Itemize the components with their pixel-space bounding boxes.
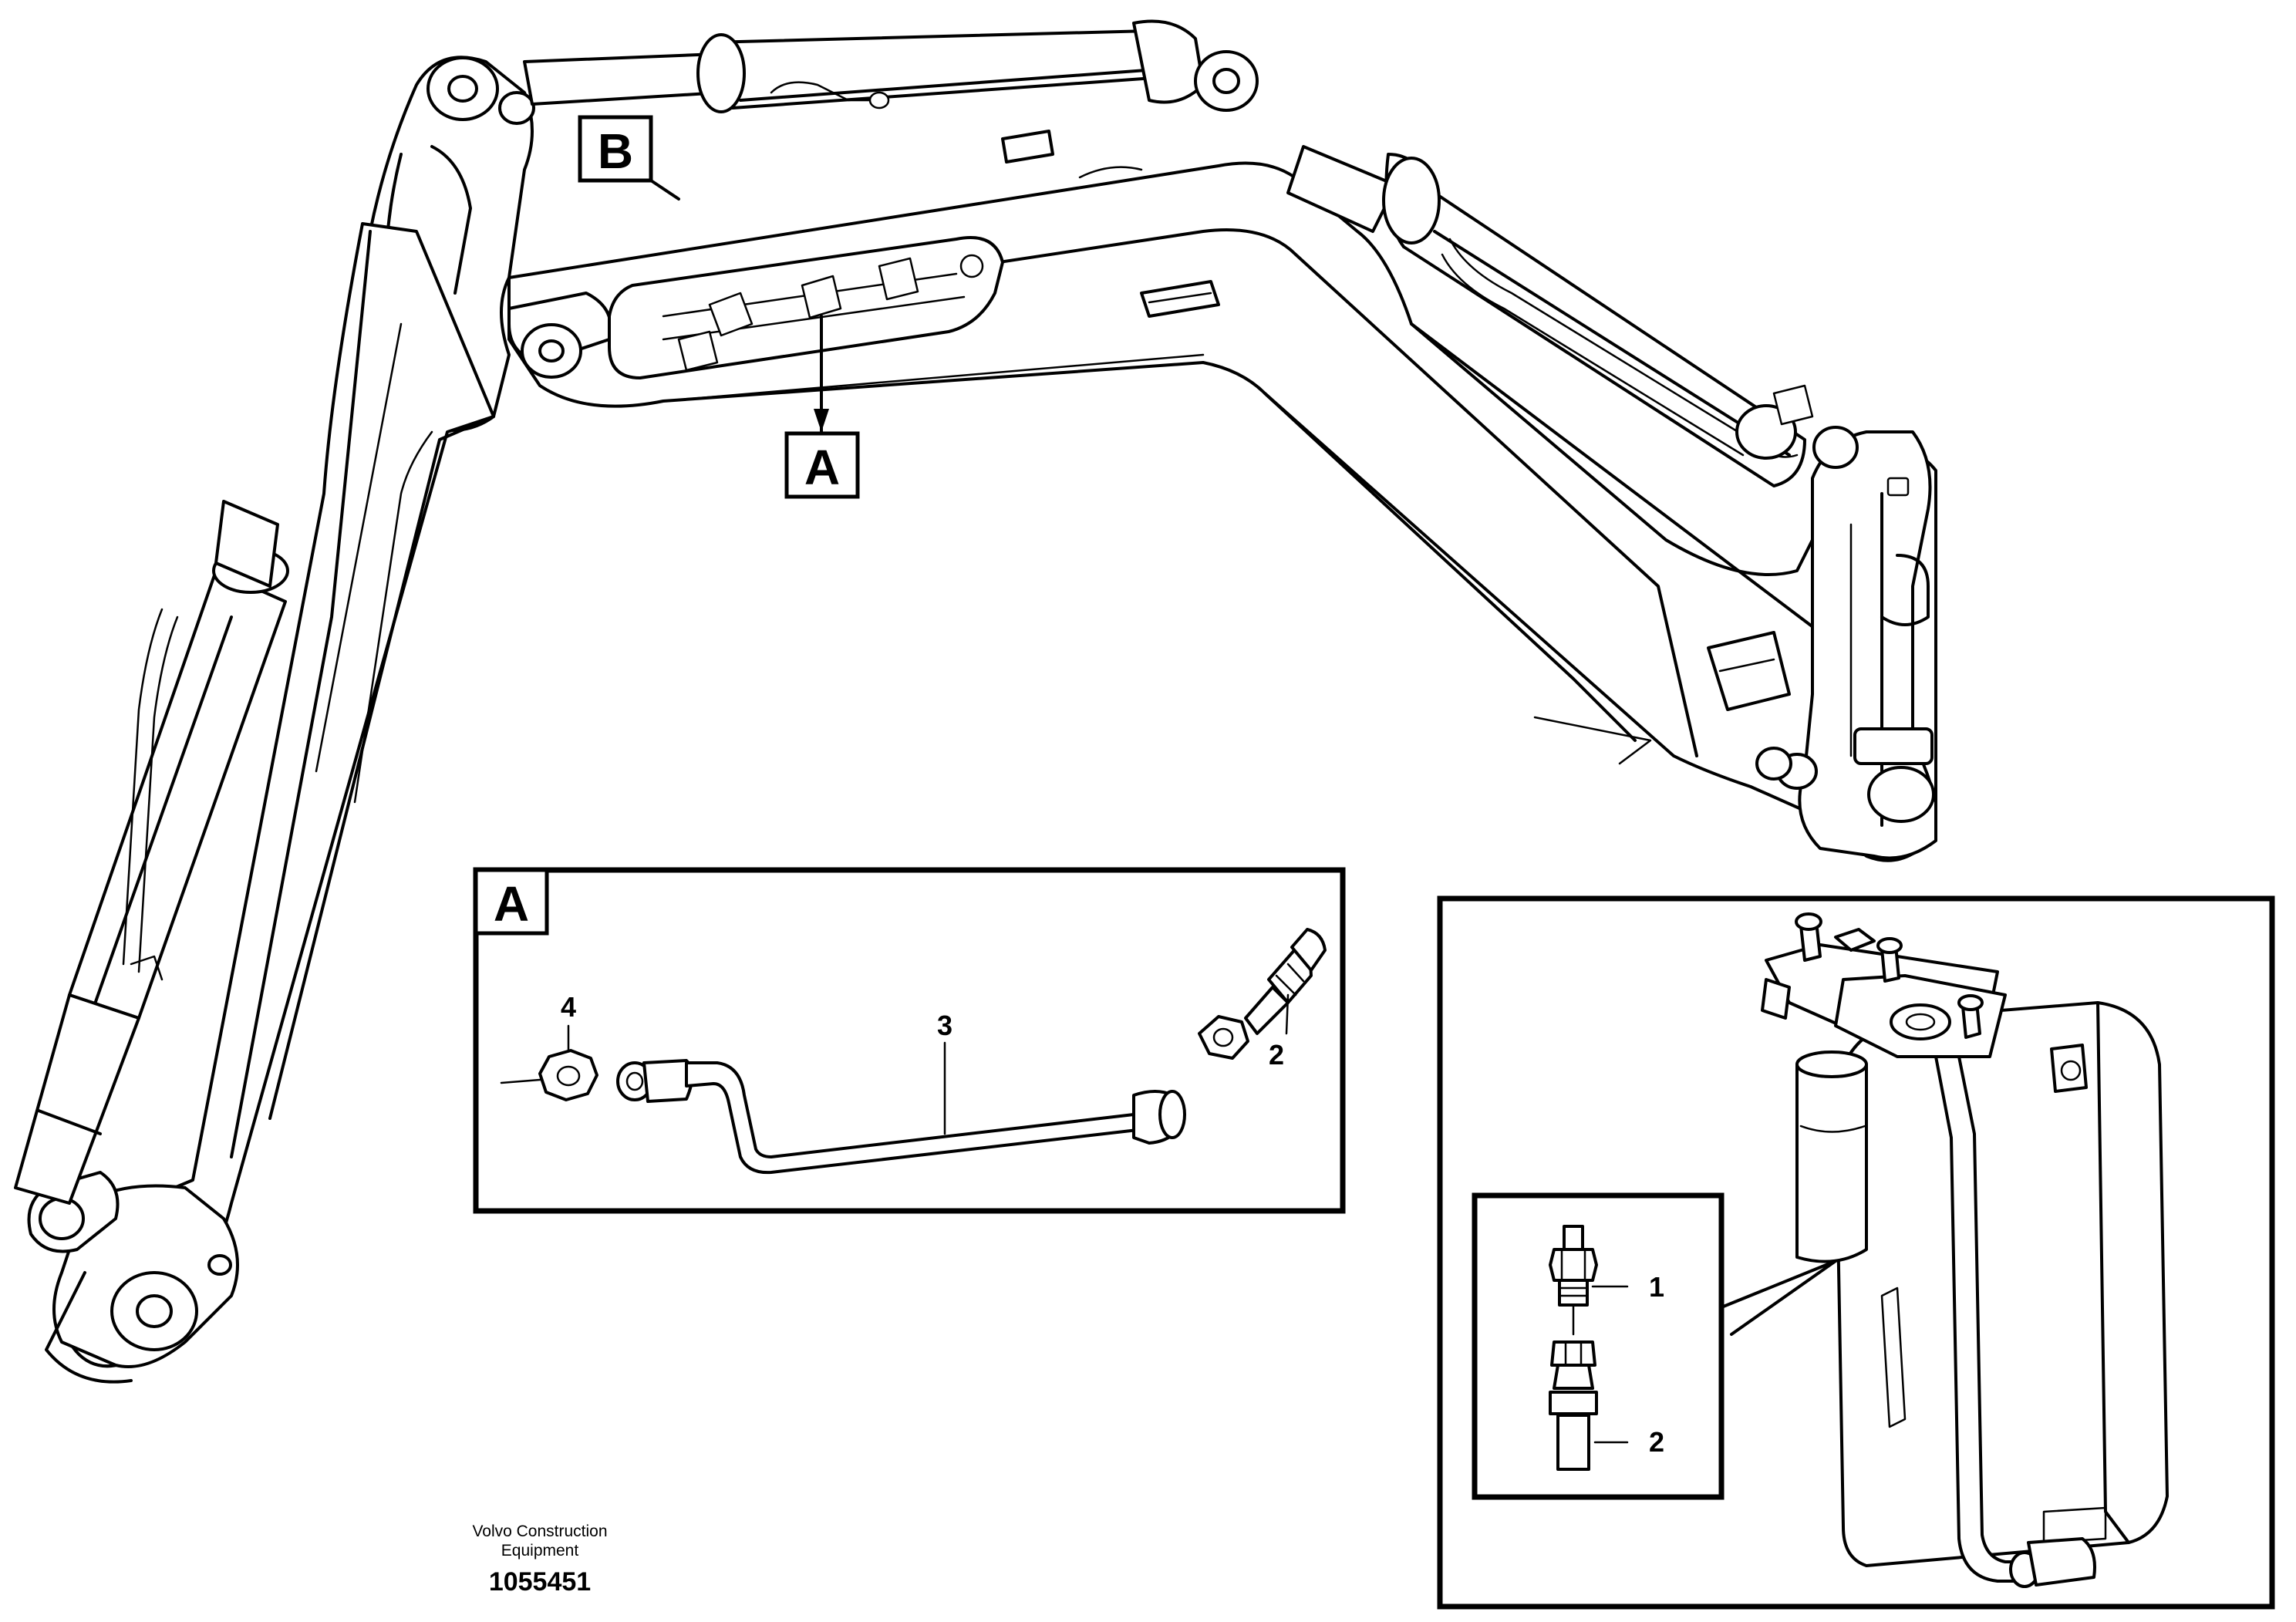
callout-b-label: B [598,123,633,179]
part-3-pipe: 3 [616,1010,1186,1175]
company-line-2: Equipment [501,1542,579,1560]
bucket-cylinder [14,500,289,1205]
boom-body [507,161,1937,862]
part-2-coupling: 2 [1549,1340,1664,1471]
detail-a-title: A [494,876,529,932]
part-1-nipple: 1 [1549,1225,1664,1307]
filter-cylinder [1795,1057,1868,1263]
detail-a-panel: A 4 3 [473,867,1346,1214]
part-4-label: 4 [561,991,576,1023]
part-2-adapter: 2 [1198,928,1327,1071]
company-line-1: Volvo Construction [472,1523,607,1540]
footer: Volvo Construction Equipment 1055451 [472,1523,607,1597]
arm-cylinder [523,19,1259,113]
callout-a: A [784,315,860,499]
part-3-label: 3 [937,1010,952,1041]
drawing-number: 1055451 [489,1567,591,1597]
boom-arm-assembly [14,19,1937,1384]
boom-cylinder [1286,145,1814,487]
part-1-label: 1 [1649,1271,1664,1303]
tank-housing [1834,1001,2169,1567]
callout-a-label: A [804,440,840,495]
callout-b: B [578,115,680,201]
part-2-label: 2 [1269,1039,1284,1071]
part-4-nut: 4 [500,991,598,1101]
detail-right-panel: 1 2 [1437,895,2275,1610]
part-2-right-label: 2 [1649,1426,1664,1458]
